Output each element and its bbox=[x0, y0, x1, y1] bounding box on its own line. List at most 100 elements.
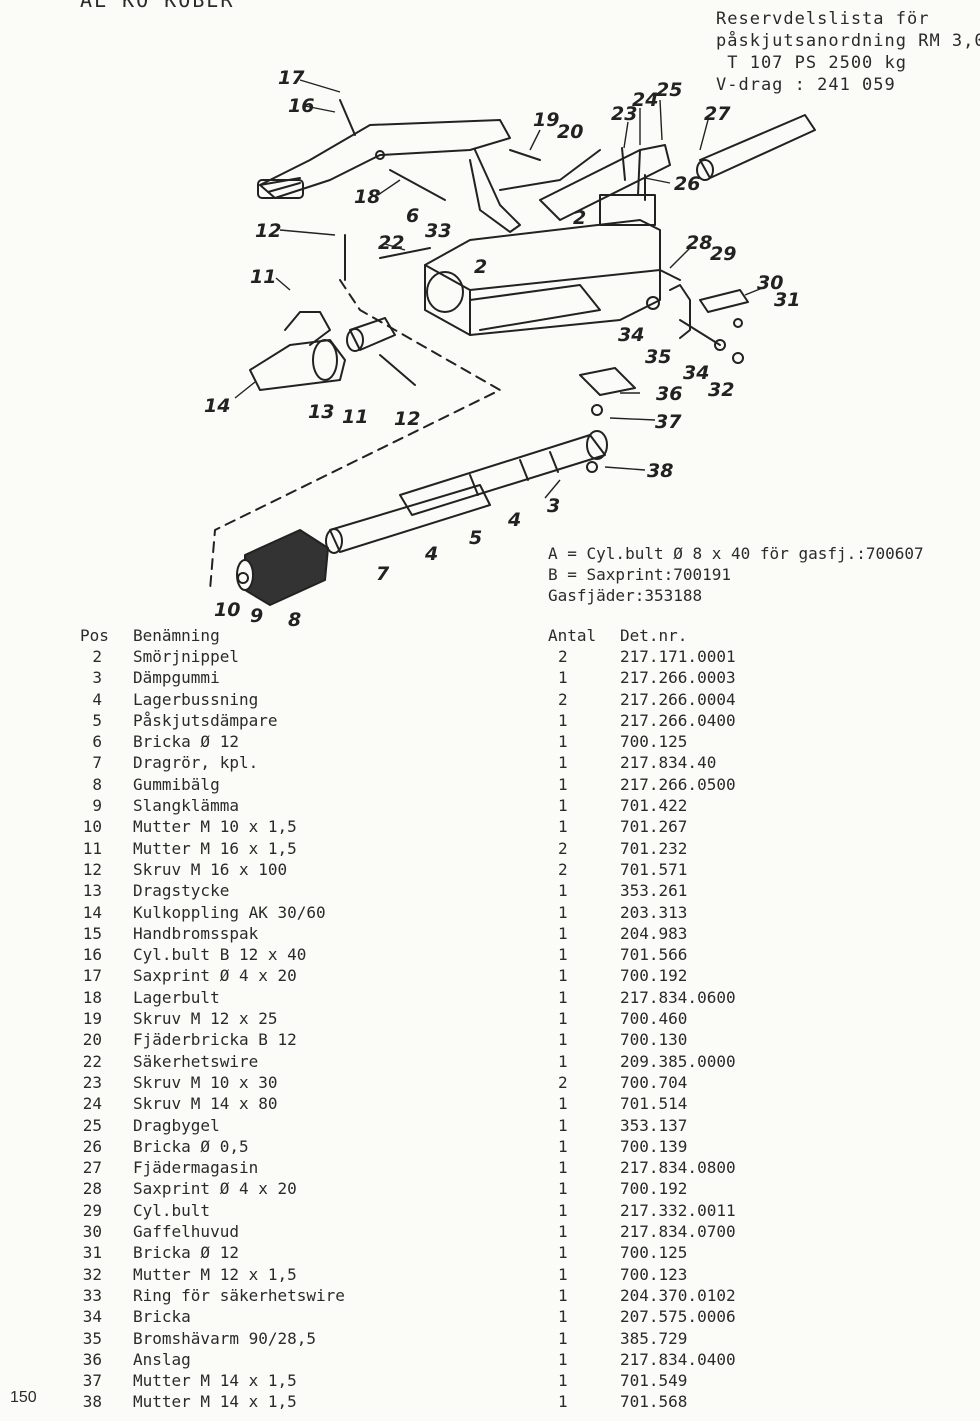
part-qty: 1 bbox=[558, 923, 568, 943]
draw-tube-drawing bbox=[325, 484, 491, 554]
part-qty: 2 bbox=[558, 1072, 568, 1092]
callout-label: 28 bbox=[686, 232, 712, 254]
callout-label: 2 bbox=[573, 207, 586, 229]
part-name: Smörjnippel bbox=[133, 647, 239, 666]
part-qty: 1 bbox=[558, 1158, 568, 1178]
exploded-parts-diagram: 17 16 19 20 23 24 25 27 18 26 6 2 33 12 … bbox=[204, 67, 816, 630]
part-name: Mutter M 12 x 1,5 bbox=[133, 1264, 297, 1284]
spring-magazine-drawing bbox=[696, 114, 816, 181]
part-pos: 12 bbox=[82, 859, 102, 879]
part-qty: 1 bbox=[558, 1264, 568, 1284]
callout-label: 10 bbox=[214, 599, 240, 621]
part-det-nr: 701.267 bbox=[620, 817, 688, 837]
part-name: Bricka bbox=[133, 1307, 191, 1327]
column-header-qty: Antal bbox=[548, 626, 597, 645]
part-det-nr: 701.571 bbox=[620, 859, 688, 879]
part-pos: 32 bbox=[82, 1264, 102, 1284]
part-qty: 2 bbox=[558, 689, 568, 709]
part-det-nr: 204.983 bbox=[620, 923, 688, 943]
part-det-nr: 700.460 bbox=[620, 1009, 688, 1029]
brake-lever-drawing bbox=[646, 269, 749, 364]
part-name: Handbromsspak bbox=[133, 923, 259, 943]
callout-label: 37 bbox=[655, 411, 682, 433]
bolt-18-drawing bbox=[389, 169, 446, 201]
callout-label: 35 bbox=[645, 346, 671, 368]
part-qty: 1 bbox=[558, 710, 568, 730]
part-pos: 3 bbox=[92, 668, 102, 688]
part-name: Lagerbussning bbox=[133, 689, 259, 709]
callout-label: 12 bbox=[255, 220, 281, 242]
column-header-pos: Pos bbox=[80, 626, 109, 645]
part-name: Gaffelhuvud bbox=[133, 1222, 239, 1242]
info-line: V-drag : 241 059 bbox=[716, 75, 896, 95]
callout-label: 4 bbox=[424, 543, 438, 565]
callout-label: 27 bbox=[704, 103, 731, 125]
part-name: Slangklämma bbox=[133, 796, 239, 816]
part-det-nr: 701.568 bbox=[620, 1392, 688, 1412]
part-det-nr: 701.232 bbox=[620, 838, 688, 858]
part-qty: 1 bbox=[558, 668, 568, 688]
part-det-nr: 700.192 bbox=[620, 1179, 688, 1199]
info-line: Reservdelslista för bbox=[716, 9, 930, 29]
part-pos: 17 bbox=[82, 966, 102, 986]
part-qty: 1 bbox=[558, 1200, 568, 1220]
part-pos: 16 bbox=[82, 945, 102, 965]
part-pos: 22 bbox=[82, 1051, 102, 1071]
callout-label: 31 bbox=[774, 289, 800, 311]
callout-label: 4 bbox=[507, 509, 521, 531]
part-det-nr: 700.704 bbox=[620, 1072, 688, 1092]
part-pos: 15 bbox=[82, 923, 102, 943]
coupling-housing-drawing bbox=[424, 144, 671, 336]
part-qty: 1 bbox=[558, 1371, 568, 1391]
part-det-nr: 353.261 bbox=[620, 881, 688, 901]
callout-label: 38 bbox=[647, 460, 673, 482]
part-det-nr: 217.171.0001 bbox=[620, 647, 736, 666]
part-det-nr: 217.834.0600 bbox=[620, 987, 736, 1007]
part-det-nr: 217.266.0003 bbox=[620, 668, 736, 688]
part-det-nr: 217.834.0800 bbox=[620, 1158, 736, 1178]
part-det-nr: 207.575.0006 bbox=[620, 1307, 736, 1327]
callout-label: 6 bbox=[406, 205, 419, 227]
part-name: Skruv M 12 x 25 bbox=[133, 1009, 278, 1029]
part-qty: 1 bbox=[558, 945, 568, 965]
bolt-19-drawing bbox=[509, 149, 541, 161]
part-name: Säkerhetswire bbox=[133, 1051, 259, 1071]
part-det-nr: 385.729 bbox=[620, 1328, 688, 1348]
part-qty: 1 bbox=[558, 1243, 568, 1263]
part-det-nr: 217.834.0700 bbox=[620, 1222, 736, 1242]
part-qty: 1 bbox=[558, 1115, 568, 1135]
part-det-nr: 209.385.0000 bbox=[620, 1051, 736, 1071]
part-qty: 1 bbox=[558, 1285, 568, 1305]
part-pos: 19 bbox=[82, 1009, 102, 1029]
part-det-nr: 217.834.0400 bbox=[620, 1349, 736, 1369]
callout-label: 11 bbox=[250, 266, 276, 288]
part-det-nr: 217.834.40 bbox=[620, 753, 717, 773]
part-pos: 27 bbox=[82, 1158, 102, 1178]
part-pos: 30 bbox=[82, 1222, 102, 1242]
part-det-nr: 217.266.0500 bbox=[620, 774, 736, 794]
part-qty: 1 bbox=[558, 1094, 568, 1114]
part-qty: 1 bbox=[558, 1349, 568, 1369]
assembly-dashed-line bbox=[209, 279, 501, 591]
draw-piece-drawing bbox=[346, 317, 396, 352]
callout-label: 5 bbox=[469, 527, 482, 549]
part-name: Bromshävarm 90/28,5 bbox=[133, 1328, 317, 1348]
part-pos: 25 bbox=[82, 1115, 102, 1135]
note-line: B = Saxprint:700191 bbox=[548, 565, 732, 584]
